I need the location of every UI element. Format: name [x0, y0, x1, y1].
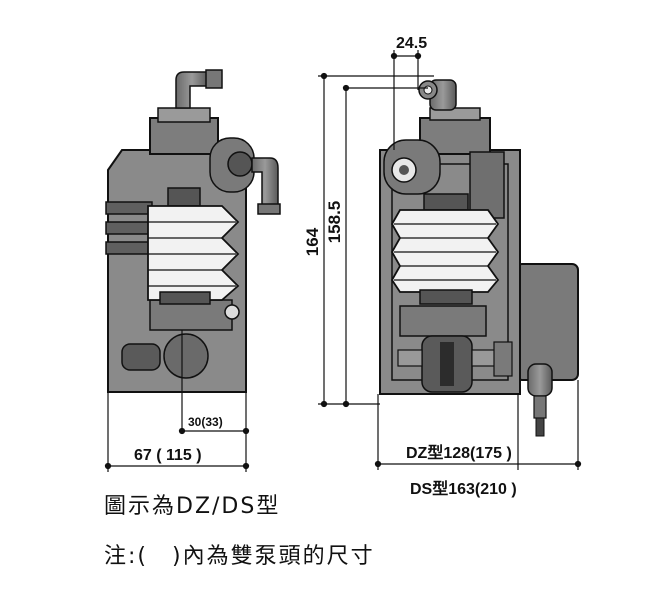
side-bellows: [147, 205, 240, 301]
dz-width-label: DZ型128(175 ): [406, 444, 512, 462]
offset-label: 24.5: [396, 35, 427, 52]
caption-model: 圖示為DZ/DS型: [104, 494, 281, 519]
ds-width-label: DS型163(210 ): [410, 480, 517, 498]
side-width-label: 67 ( 115 ): [134, 447, 202, 464]
body-height-label: 158.5: [325, 201, 344, 244]
front-bellows: [390, 209, 500, 293]
inner-width-label: 30(33): [188, 415, 223, 429]
side-view-pump: [105, 69, 281, 393]
front-view-pump: [379, 79, 579, 437]
total-height-label: 164: [303, 227, 322, 256]
caption-note: 注:( )內為雙泵頭的尺寸: [104, 544, 375, 569]
side-dimension-lines: [104, 330, 250, 472]
front-dimension-lines: [318, 50, 582, 470]
